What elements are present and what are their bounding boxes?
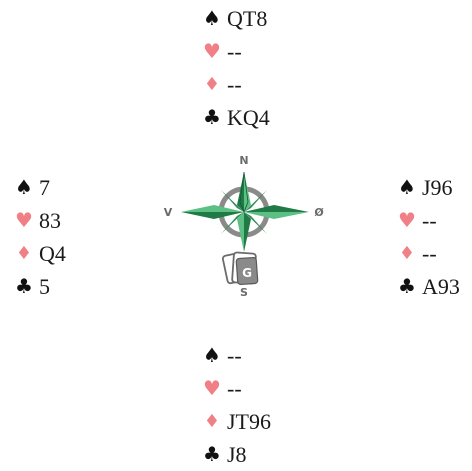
east-diamonds-row: ♦ -- (396, 237, 460, 270)
north-spades-cards: QT8 (227, 6, 268, 31)
east-clubs-row: ♣ A93 (396, 270, 460, 303)
west-hearts-cards: 83 (39, 208, 61, 233)
west-diamonds-row: ♦ Q4 (13, 237, 66, 270)
north-diamonds-cards: -- (227, 72, 242, 97)
compass-star-icon (181, 171, 309, 252)
north-clubs-cards: KQ4 (227, 105, 270, 130)
south-clubs-row: ♣ J8 (201, 438, 271, 471)
east-diamonds-cards: -- (422, 241, 437, 266)
west-spades-row: ♠ 7 (13, 171, 66, 204)
east-spades-row: ♠ J96 (396, 171, 460, 204)
west-hand: ♠ 7 ♥ 83 ♦ Q4 ♣ 5 (13, 171, 66, 303)
east-spades-cards: J96 (422, 175, 453, 200)
diamond-icon: ♦ (398, 243, 416, 264)
heart-icon: ♥ (398, 208, 416, 232)
south-hearts-row: ♥ -- (201, 372, 271, 405)
spade-icon: ♠ (203, 6, 221, 30)
west-hearts-row: ♥ 83 (13, 204, 66, 237)
spade-icon: ♠ (203, 343, 221, 367)
south-hearts-cards: -- (227, 376, 242, 401)
north-diamonds-row: ♦ -- (201, 68, 270, 101)
diamond-icon: ♦ (203, 411, 221, 432)
south-diamonds-cards: JT96 (227, 409, 271, 434)
club-icon: ♣ (398, 274, 416, 298)
compass-south-label: S (240, 286, 248, 299)
diamond-icon: ♦ (15, 243, 33, 264)
compass-rose: G N S Ø V (164, 154, 325, 299)
north-clubs-row: ♣ KQ4 (201, 101, 270, 134)
west-clubs-row: ♣ 5 (13, 270, 66, 303)
west-clubs-cards: 5 (39, 274, 50, 299)
spade-icon: ♠ (398, 175, 416, 199)
south-hand: ♠ -- ♥ -- ♦ JT96 ♣ J8 (201, 339, 271, 471)
east-clubs-cards: A93 (422, 274, 460, 299)
compass-west-label: V (164, 206, 173, 219)
south-diamonds-row: ♦ JT96 (201, 405, 271, 438)
spade-icon: ♠ (15, 175, 33, 199)
north-spades-row: ♠ QT8 (201, 2, 270, 35)
south-spades-row: ♠ -- (201, 339, 271, 372)
west-diamonds-cards: Q4 (39, 241, 66, 266)
club-icon: ♣ (203, 442, 221, 466)
cards-logo-icon: G (221, 251, 259, 286)
diamond-icon: ♦ (203, 74, 221, 95)
east-hearts-cards: -- (422, 208, 437, 233)
north-hearts-row: ♥ -- (201, 35, 270, 68)
south-spades-cards: -- (227, 343, 242, 368)
east-hearts-row: ♥ -- (396, 204, 460, 237)
heart-icon: ♥ (15, 208, 33, 232)
compass-east-label: Ø (314, 206, 324, 219)
north-hearts-cards: -- (227, 39, 242, 64)
club-icon: ♣ (15, 274, 33, 298)
south-clubs-cards: J8 (227, 442, 247, 467)
heart-icon: ♥ (203, 376, 221, 400)
compass-north-label: N (239, 154, 248, 167)
north-hand: ♠ QT8 ♥ -- ♦ -- ♣ KQ4 (201, 2, 270, 134)
west-spades-cards: 7 (39, 175, 50, 200)
compass-logo-letter: G (242, 266, 252, 280)
club-icon: ♣ (203, 105, 221, 129)
east-hand: ♠ J96 ♥ -- ♦ -- ♣ A93 (396, 171, 460, 303)
heart-icon: ♥ (203, 39, 221, 63)
